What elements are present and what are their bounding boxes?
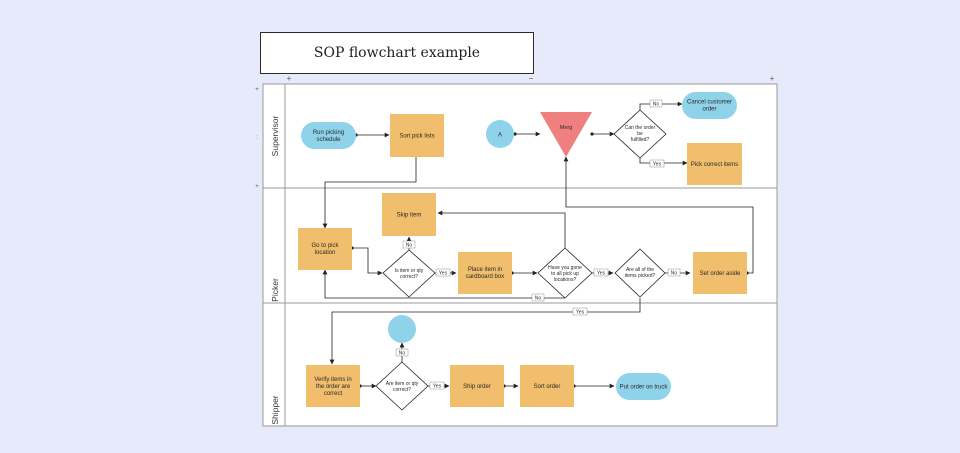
handle-plus-left-top[interactable]: +	[255, 87, 259, 93]
label-set-order-aside: Set order aside	[700, 271, 741, 277]
lane-label-supervisor: Supervisor	[270, 116, 280, 157]
edge-all-items-to-verify	[329, 298, 641, 365]
label-skip-item: Skip item	[397, 213, 422, 219]
node-item-qty-correct-shipper[interactable]	[375, 361, 429, 411]
label-yes-verify: Yes	[572, 307, 588, 316]
node-skip-item[interactable]	[382, 193, 436, 236]
node-place-item[interactable]	[458, 252, 512, 294]
svg-text:Yes: Yes	[433, 384, 442, 390]
node-go-to-pick[interactable]	[298, 228, 352, 270]
node-all-items-picked[interactable]	[614, 248, 666, 298]
page-title[interactable]: SOP flowchart example	[260, 32, 534, 74]
svg-text:No: No	[535, 296, 542, 302]
node-merge[interactable]	[540, 112, 592, 157]
label-no-skip: No	[402, 240, 416, 249]
label-merge: Merg	[560, 125, 573, 131]
node-verify-items[interactable]	[306, 365, 360, 407]
label-yes-ship: Yes	[429, 381, 445, 390]
node-connector-end[interactable]	[388, 315, 416, 343]
handle-dash-left-mid[interactable]: :	[256, 135, 258, 141]
label-no-set-aside: No	[667, 268, 681, 277]
svg-text:No: No	[653, 102, 660, 108]
node-run-picking[interactable]	[301, 122, 356, 149]
shapes	[298, 92, 747, 411]
node-all-locations[interactable]	[537, 247, 593, 299]
svg-text:No: No	[671, 271, 678, 277]
svg-text:No: No	[399, 351, 406, 357]
node-connector-a[interactable]	[486, 120, 514, 148]
svg-text:No: No	[406, 243, 413, 249]
handle-plus-left-bottom[interactable]: +	[255, 184, 259, 190]
edge-fulfill-to-cancel	[639, 101, 683, 110]
edge-set-aside-to-merge	[563, 156, 754, 275]
label-ship-order: Ship order	[463, 384, 491, 390]
node-can-fulfill[interactable]	[613, 109, 667, 159]
label-no-end: No	[395, 348, 409, 357]
label-sort-pick-lists: Sort pick lists	[399, 134, 434, 140]
node-item-qty-correct-picker[interactable]	[382, 249, 436, 298]
node-cancel-order[interactable]	[682, 92, 737, 119]
handle-plus-top-left[interactable]: +	[287, 74, 292, 83]
label-sort-order: Sort order	[534, 384, 561, 390]
svg-text:Yes: Yes	[439, 271, 448, 277]
edge-go-to-decision	[350, 246, 383, 276]
node-ship-order[interactable]	[450, 365, 504, 407]
label-yes-pick: Yes	[649, 159, 665, 168]
handle-plus-top-right[interactable]: +	[770, 74, 775, 83]
label-pick-correct-items: Pick correct items	[691, 162, 738, 168]
svg-text:Yes: Yes	[576, 310, 585, 316]
node-set-order-aside[interactable]	[693, 252, 747, 294]
label-no-cancel: No	[649, 99, 663, 108]
label-yes-place: Yes	[435, 268, 451, 277]
page-title-text: SOP flowchart example	[313, 45, 481, 61]
lane-label-picker: Picker	[270, 278, 280, 302]
label-yes-all-items: Yes	[593, 268, 609, 277]
svg-text:Yes: Yes	[597, 271, 606, 277]
node-pick-correct-items[interactable]	[687, 143, 742, 185]
label-put-order-truck: Put order on truck	[620, 385, 669, 391]
svg-text:Yes: Yes	[653, 162, 662, 168]
edge-all-locations-back-to-go	[322, 269, 565, 299]
node-sort-pick-lists[interactable]	[390, 114, 444, 157]
label-connector-a: A	[498, 133, 502, 139]
label-no-back: No	[531, 293, 545, 302]
node-put-order-truck[interactable]	[616, 373, 671, 400]
node-sort-order[interactable]	[520, 365, 574, 407]
edge-sort-to-go	[322, 157, 417, 229]
handle-dash-top-mid[interactable]: −	[529, 74, 534, 83]
lane-label-shipper: Shipper	[270, 395, 280, 424]
edge-labels: No Yes No Yes Yes No No Yes No Yes	[395, 99, 681, 390]
